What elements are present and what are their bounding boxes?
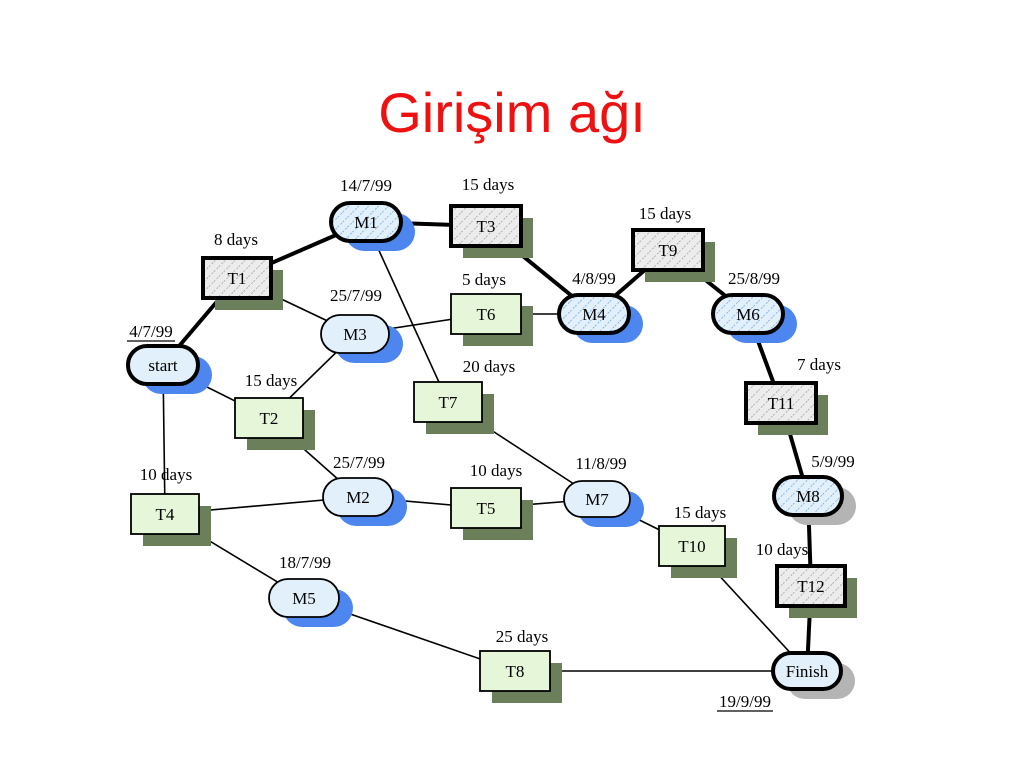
node-label: M5 [292, 589, 316, 608]
milestone-m2: M2 [322, 477, 407, 526]
node-label: T2 [260, 409, 279, 428]
milestone-m4: M4 [557, 293, 643, 343]
task-t11: T11 [744, 381, 828, 435]
node-label: T8 [506, 662, 525, 681]
task-t6: T6 [450, 293, 533, 346]
milestone-m6: M6 [711, 293, 797, 343]
date-label-m6: 25/8/99 [728, 269, 780, 288]
task-box [234, 397, 304, 439]
duration-label-t11: 7 days [797, 355, 841, 374]
task-t4: T4 [130, 493, 211, 546]
milestone-shape [711, 293, 785, 335]
milestone-shape [268, 578, 340, 618]
node-label: Finish [786, 662, 829, 681]
node-label: T6 [477, 305, 496, 324]
milestone-m7: M7 [563, 480, 644, 527]
date-label-finish: 19/9/99 [719, 692, 771, 711]
date-label-m4: 4/8/99 [572, 269, 615, 288]
task-t9: T9 [631, 228, 715, 282]
slide-title: Girişim ağı [378, 81, 646, 144]
node-label: T4 [156, 505, 175, 524]
node-label: M4 [582, 305, 606, 324]
milestone-shape [771, 651, 843, 691]
node-label: M6 [736, 305, 760, 324]
task-t3: T3 [449, 204, 533, 258]
milestone-finish: Finish [771, 651, 855, 699]
task-box [744, 381, 818, 425]
node-label: T1 [228, 269, 247, 288]
task-box [450, 293, 522, 335]
task-t7: T7 [413, 381, 494, 434]
duration-label-t4: 10 days [140, 465, 192, 484]
duration-label-t9: 15 days [639, 204, 691, 223]
duration-label-t8: 25 days [496, 627, 548, 646]
milestone-shape [557, 293, 631, 335]
date-label-m7: 11/8/99 [575, 454, 626, 473]
task-t8: T8 [479, 650, 562, 703]
date-label-m1: 14/7/99 [340, 176, 392, 195]
task-t12: T12 [775, 564, 857, 618]
date-label-m8: 5/9/99 [811, 452, 854, 471]
node-label: T7 [439, 393, 458, 412]
task-t5: T5 [450, 487, 533, 540]
node-label: M3 [343, 325, 367, 344]
duration-label-t6: 5 days [462, 270, 506, 289]
milestone-m5: M5 [268, 578, 353, 627]
edge-m1-t7 [365, 221, 449, 403]
task-box [449, 204, 523, 248]
node-label: M7 [585, 490, 609, 509]
milestone-shape [320, 314, 390, 354]
task-box [658, 525, 726, 567]
duration-label-t12: 10 days [756, 540, 808, 559]
node-label: T11 [768, 394, 795, 413]
node-label: T12 [797, 577, 824, 596]
date-label-m2: 25/7/99 [333, 453, 385, 472]
task-box [631, 228, 705, 272]
milestone-start: start [126, 344, 212, 394]
duration-label-t10: 15 days [674, 503, 726, 522]
task-box [201, 256, 273, 300]
date-label-start: 4/7/99 [129, 322, 172, 341]
node-label: M1 [354, 213, 378, 232]
node-label: T9 [659, 241, 678, 260]
milestone-shape [126, 344, 200, 386]
task-box [479, 650, 551, 692]
milestone-shape [322, 477, 394, 517]
duration-label-t5: 10 days [470, 461, 522, 480]
node-label: M2 [346, 488, 370, 507]
task-box [413, 381, 483, 423]
milestone-m1: M1 [329, 201, 415, 251]
date-label-m3: 25/7/99 [330, 286, 382, 305]
node-label: T3 [477, 217, 496, 236]
task-t10: T10 [658, 525, 737, 578]
task-box [450, 487, 522, 529]
task-box [775, 564, 847, 608]
labels-layer: 4/7/99 8 days 14/7/99 15 days 15 days 25/7/99… [127, 175, 855, 712]
milestone-m8: M8 [772, 475, 856, 525]
node-label: M8 [796, 487, 820, 506]
milestone-shape [772, 475, 844, 517]
duration-label-t2: 15 days [245, 371, 297, 390]
node-label: T5 [477, 499, 496, 518]
node-label: start [148, 356, 178, 375]
task-box [130, 493, 200, 535]
duration-label-t1: 8 days [214, 230, 258, 249]
duration-label-t7: 20 days [463, 357, 515, 376]
date-label-m5: 18/7/99 [279, 553, 331, 572]
milestone-shape [563, 480, 631, 518]
milestone-m3: M3 [320, 314, 403, 363]
task-t1: T1 [201, 256, 283, 310]
duration-label-t3: 15 days [462, 175, 514, 194]
node-label: T10 [678, 537, 705, 556]
milestone-shape [329, 201, 403, 243]
task-t2: T2 [234, 397, 315, 450]
